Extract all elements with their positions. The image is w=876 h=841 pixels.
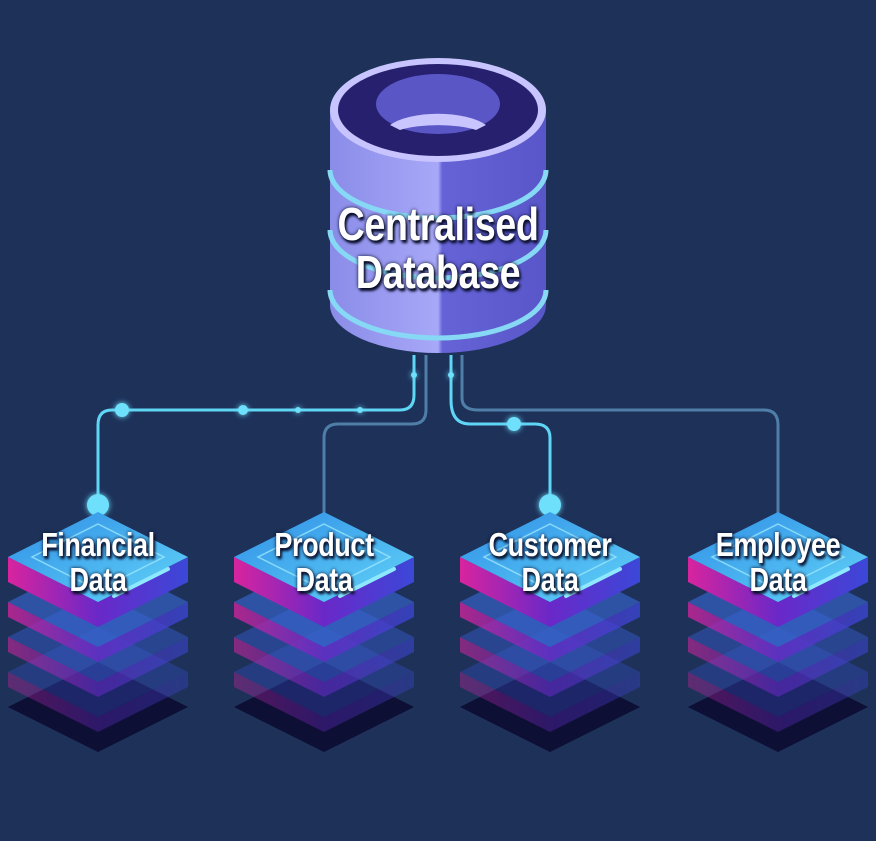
database-cylinder-icon	[327, 58, 549, 353]
node-label-product: Product Data	[250, 526, 398, 598]
connector-nodes	[87, 372, 561, 516]
node-label-customer: Customer Data	[476, 526, 624, 598]
node-line2: Data	[69, 560, 127, 598]
connector-customer	[449, 355, 552, 500]
node-label-financial: Financial Data	[24, 526, 172, 598]
node-line2: Data	[295, 560, 353, 598]
node-line1: Financial	[41, 526, 155, 563]
central-line1: Centralised	[337, 198, 539, 250]
central-database-label: Centralised Database	[325, 200, 551, 297]
central-line2: Database	[355, 246, 521, 299]
node-line2: Data	[749, 560, 807, 598]
connector-product	[322, 355, 428, 518]
node-line1: Product	[274, 526, 374, 563]
connector-financial	[96, 355, 416, 500]
connector-lines	[96, 355, 780, 518]
node-line2: Data	[521, 560, 579, 598]
node-line1: Employee	[715, 526, 841, 563]
node-line1: Customer	[488, 526, 612, 563]
connector-employee	[460, 355, 780, 518]
node-label-employee: Employee Data	[704, 526, 852, 598]
